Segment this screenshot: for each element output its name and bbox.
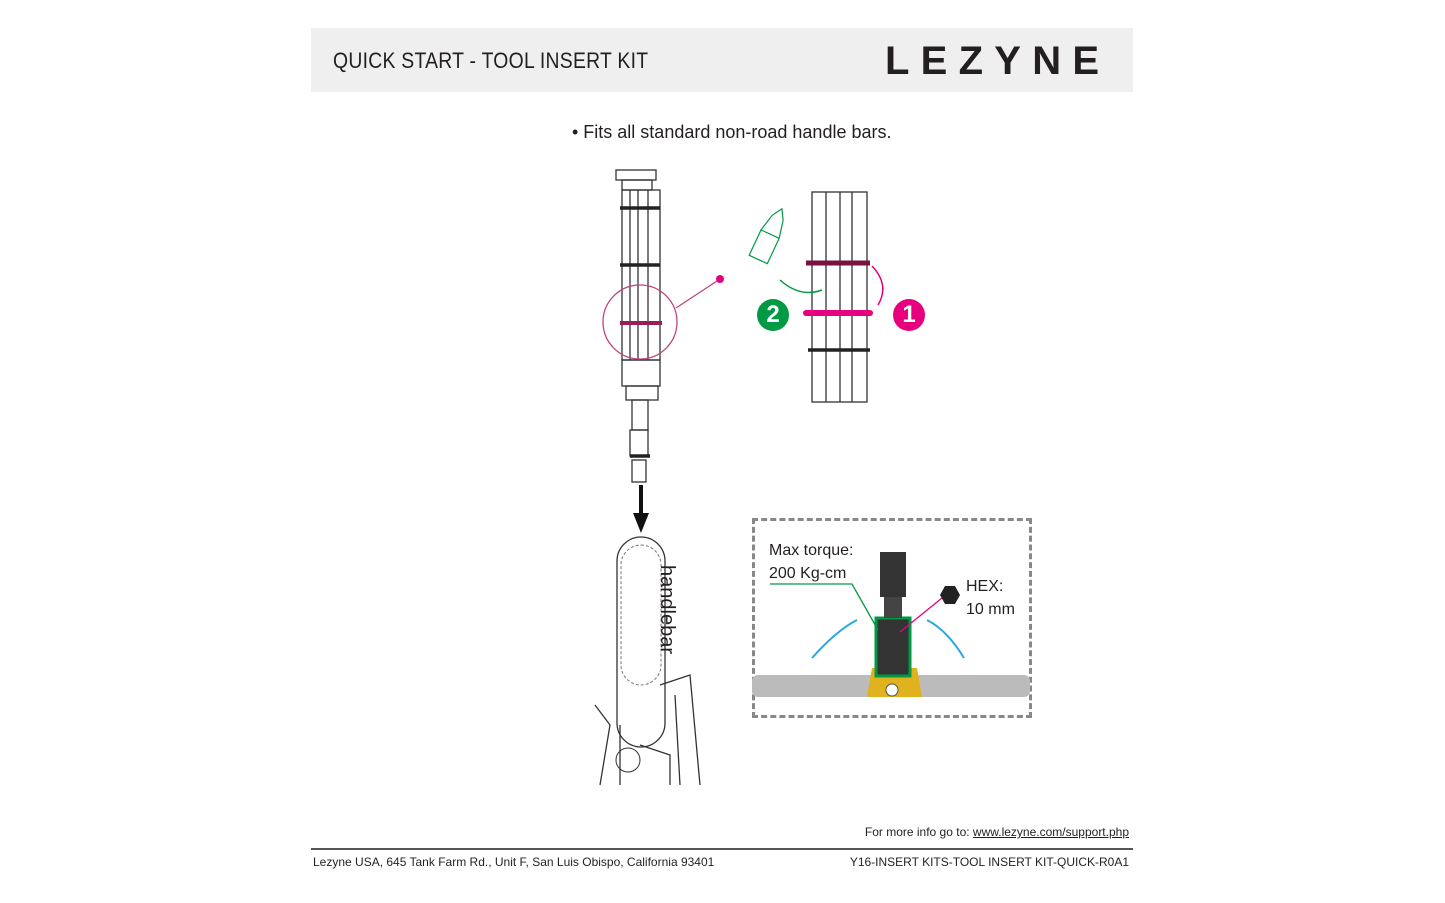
page-title: QUICK START - TOOL INSERT KIT [333, 48, 649, 73]
torque-inset [752, 518, 1032, 718]
handlebar-label: handlebar [655, 565, 678, 654]
hex-value: 10 mm [966, 601, 1015, 618]
hex-label: HEX: [966, 578, 1004, 595]
handlebar-illustration [594, 485, 701, 786]
max-torque-value: 200 Kg-cm [769, 565, 847, 582]
step-1-marker: 1 [893, 299, 925, 331]
fit-note: • Fits all standard non-road handle bars… [572, 122, 892, 142]
company-address: Lezyne USA, 645 Tank Farm Rd., Unit F, S… [313, 855, 715, 869]
header-bar: QUICK START - TOOL INSERT KIT LEZYNE [311, 28, 1133, 92]
tool-illustration [602, 169, 884, 510]
more-info: For more info go to: www.lezyne.com/supp… [865, 825, 1129, 839]
footer-divider [311, 848, 1133, 850]
step-2-marker: 2 [757, 299, 789, 331]
max-torque-label: Max torque: [769, 542, 854, 559]
step-2-number: 2 [766, 301, 780, 328]
svg-text:LEZYNE: LEZYNE [885, 39, 1100, 82]
step-1-number: 1 [902, 301, 916, 328]
document-code: Y16-INSERT KITS-TOOL INSERT KIT-QUICK-R0… [849, 855, 1129, 869]
lezyne-logo: LEZYNE [885, 39, 1100, 82]
more-info-text: For more info go to: [864, 825, 970, 839]
hex-tool-illustration [752, 552, 1030, 697]
support-link[interactable]: www.lezyne.com/support.php [972, 825, 1129, 839]
